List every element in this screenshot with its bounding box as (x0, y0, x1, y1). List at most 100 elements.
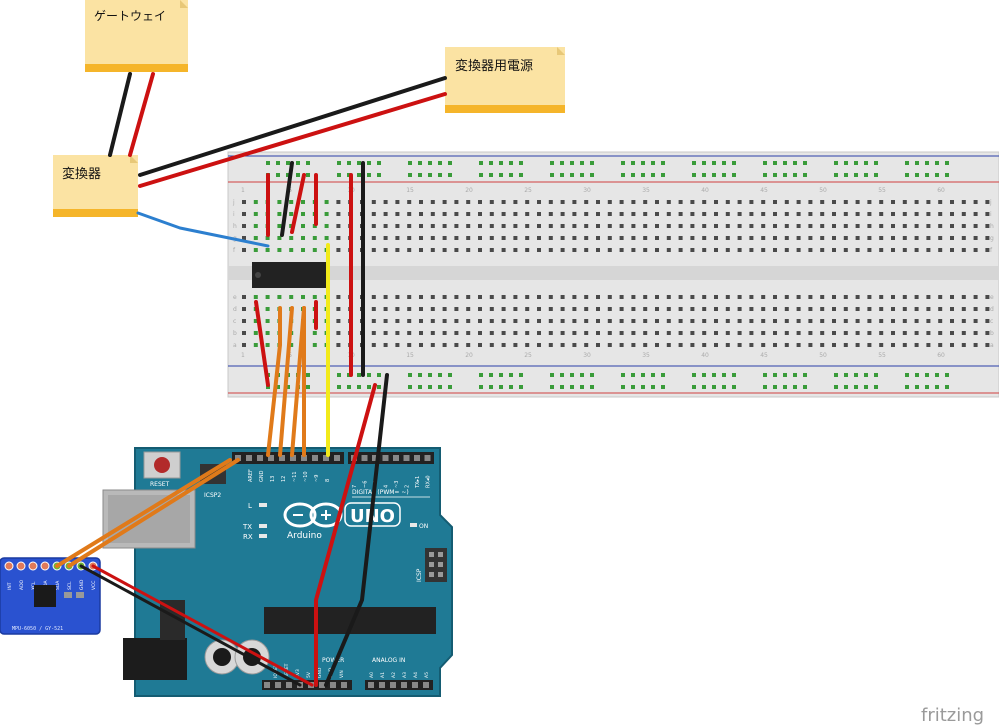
breadboard-hole (714, 248, 718, 252)
breadboard-hole (985, 343, 990, 347)
breadboard-hole (961, 200, 966, 204)
breadboard-hole (773, 212, 777, 216)
breadboard-hole (832, 295, 836, 299)
rail-hole (834, 385, 838, 389)
wire-orange-2 (278, 306, 294, 457)
breadboard-hole (950, 224, 954, 228)
rail-hole (570, 161, 574, 165)
wire-orange-sensor (55, 458, 232, 568)
breadboard-hole (265, 307, 270, 311)
breadboard-hole (466, 319, 471, 323)
breadboard-hole (478, 307, 482, 311)
breadboard-hole (702, 331, 707, 335)
breadboard-hole (478, 248, 482, 252)
note-converter-power: 変換器用電源 (445, 47, 565, 113)
breadboard-hole (548, 200, 553, 204)
breadboard-hole (725, 319, 730, 323)
breadboard-hole (442, 295, 447, 299)
rail-hole (377, 385, 381, 389)
column-number: 5 (288, 187, 292, 194)
breadboard-hole (961, 331, 966, 335)
breadboard-hole (666, 343, 671, 347)
rail-hole (550, 373, 554, 377)
rail-hole (276, 385, 280, 389)
breadboard-hole (489, 319, 494, 323)
breadboard-hole (784, 212, 789, 216)
rail-hole (448, 385, 452, 389)
breadboard-hole (383, 212, 388, 216)
breadboard-hole (312, 224, 317, 228)
digital-pin-hole (414, 455, 420, 461)
breadboard-holes (242, 161, 990, 389)
row-letter: i (233, 211, 235, 218)
rail-hole (712, 373, 716, 377)
rail-hole (590, 161, 594, 165)
breadboard-hole (961, 307, 966, 311)
rail-hole (915, 161, 919, 165)
breadboard-hole (419, 295, 423, 299)
breadboard-hole (820, 212, 825, 216)
rail-hole (722, 373, 726, 377)
breadboard-hole (596, 307, 600, 311)
breadboard-hole (914, 248, 919, 252)
icsp-pin (438, 572, 443, 577)
breadboard-hole (737, 224, 742, 228)
breadboard-hole (926, 319, 931, 323)
breadboard-hole (655, 319, 659, 323)
rail-hole (621, 161, 625, 165)
breadboard-hole (289, 248, 294, 252)
row-letter: j (989, 199, 992, 206)
breadboard-hole (607, 319, 612, 323)
breadboard-hole (619, 236, 624, 240)
rail-hole (732, 385, 736, 389)
rail-hole (306, 161, 310, 165)
breadboard-hole (371, 319, 376, 323)
icsp-pin (429, 552, 434, 557)
breadboard-hole (419, 200, 423, 204)
breadboard-hole (466, 200, 471, 204)
breadboard-hole (855, 236, 860, 240)
sensor-pin (28, 561, 38, 571)
breadboard-hole (242, 331, 246, 335)
breadboard-hole (289, 343, 294, 347)
breadboard-hole (242, 224, 246, 228)
breadboard-hole (478, 331, 482, 335)
breadboard-hole (796, 224, 801, 228)
column-number: 50 (819, 352, 827, 359)
rail-hole (773, 161, 777, 165)
rail-hole (783, 173, 787, 177)
breadboard-hole (513, 224, 518, 228)
breadboard-hole (513, 248, 518, 252)
reset-button-cap[interactable] (154, 457, 170, 473)
digital-pin-label: ~11 (292, 471, 298, 482)
breadboard-hole (442, 212, 447, 216)
rail-hole (661, 373, 665, 377)
rail-hole (915, 385, 919, 389)
digital-header-right (348, 452, 434, 464)
rail-hole (763, 161, 767, 165)
power-pin-hole (286, 682, 292, 688)
breadboard-hole (537, 212, 541, 216)
breadboard-hole (560, 200, 565, 204)
rail-hole (773, 385, 777, 389)
breadboard-hole (513, 307, 518, 311)
breadboard-hole (548, 236, 553, 240)
sensor-pin-label: INT (7, 582, 13, 590)
breadboard-hole (855, 319, 860, 323)
analog-pin-hole (390, 682, 396, 688)
breadboard-hole (301, 212, 305, 216)
breadboard-hole (749, 307, 754, 311)
breadboard-hole (867, 343, 872, 347)
rail-hole (773, 173, 777, 177)
analog-pin-label: A1 (380, 672, 386, 678)
breadboard-hole (973, 343, 978, 347)
breadboard-hole (843, 236, 848, 240)
breadboard-hole (891, 295, 895, 299)
breadboard-hole (619, 307, 624, 311)
breadboard-hole (525, 248, 530, 252)
breadboard-hole (926, 295, 931, 299)
breadboard-hole (478, 236, 482, 240)
rail-hole (803, 385, 807, 389)
analog-pin-hole (368, 682, 374, 688)
digital-pin-label: 13 (270, 476, 276, 482)
